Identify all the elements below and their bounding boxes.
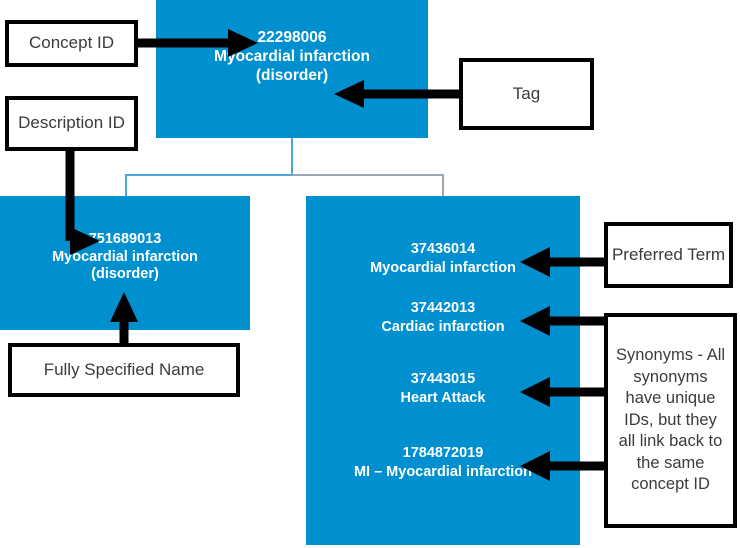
concept-box: 22298006 Myocardial infarction (disorder… [156, 0, 428, 138]
callout-concept-id: Concept ID [5, 20, 138, 67]
description-entry: 1784872019 MI – Myocardial infarction [306, 444, 580, 481]
arrow-synonym-3 [520, 451, 604, 481]
fsn-term: Myocardial infarction [52, 248, 198, 265]
connector-to-descriptions [292, 174, 444, 196]
arrow-description-id [65, 151, 100, 255]
callout-concept-id-label: Concept ID [28, 33, 115, 53]
description-term: Cardiac infarction [381, 318, 505, 335]
arrow-synonym-2 [520, 377, 604, 407]
description-id-value: 37443015 [410, 371, 476, 387]
callout-tag: Tag [459, 58, 594, 130]
callout-preferred-term: Preferred Term [604, 222, 733, 288]
description-entry: 37436014 Myocardial infarction [306, 240, 580, 277]
connector-to-fsn [125, 174, 292, 196]
descriptions-box: 37436014 Myocardial infarction 37442013 … [306, 196, 580, 545]
description-term: MI – Myocardial infarction [353, 463, 533, 480]
concept-id-value: 22298006 [257, 29, 327, 46]
callout-synonyms: Synonyms - All synonyms have unique IDs,… [604, 313, 737, 528]
fsn-tag: (disorder) [91, 266, 159, 283]
description-id-value: 1784872019 [402, 445, 484, 461]
callout-fully-specified-name-label: Fully Specified Name [43, 359, 205, 379]
concept-tag: (disorder) [255, 66, 329, 84]
arrow-concept-id [138, 29, 258, 57]
callout-description-id: Description ID [5, 96, 138, 151]
callout-preferred-term-label: Preferred Term [611, 244, 726, 264]
description-entry: 37442013 Cardiac infarction [306, 299, 580, 336]
callout-synonyms-label: Synonyms - All synonyms have unique IDs,… [615, 346, 726, 494]
arrow-synonym-1 [520, 306, 604, 336]
arrow-preferred-term [520, 247, 604, 277]
description-id-value: 37442013 [410, 300, 476, 316]
description-entry: 37443015 Heart Attack [306, 370, 580, 407]
description-term: Heart Attack [400, 389, 486, 406]
callout-description-id-label: Description ID [18, 113, 125, 133]
callout-tag-label: Tag [512, 83, 541, 103]
fsn-description-id-value: 751689013 [88, 231, 162, 247]
concept-term: Myocardial infarction [214, 47, 370, 65]
arrow-tag [334, 80, 459, 108]
description-term: Myocardial infarction [370, 259, 516, 276]
description-id-value: 37436014 [410, 241, 476, 257]
arrow-fully-specified-name [110, 292, 138, 343]
callout-fully-specified-name: Fully Specified Name [8, 343, 240, 397]
